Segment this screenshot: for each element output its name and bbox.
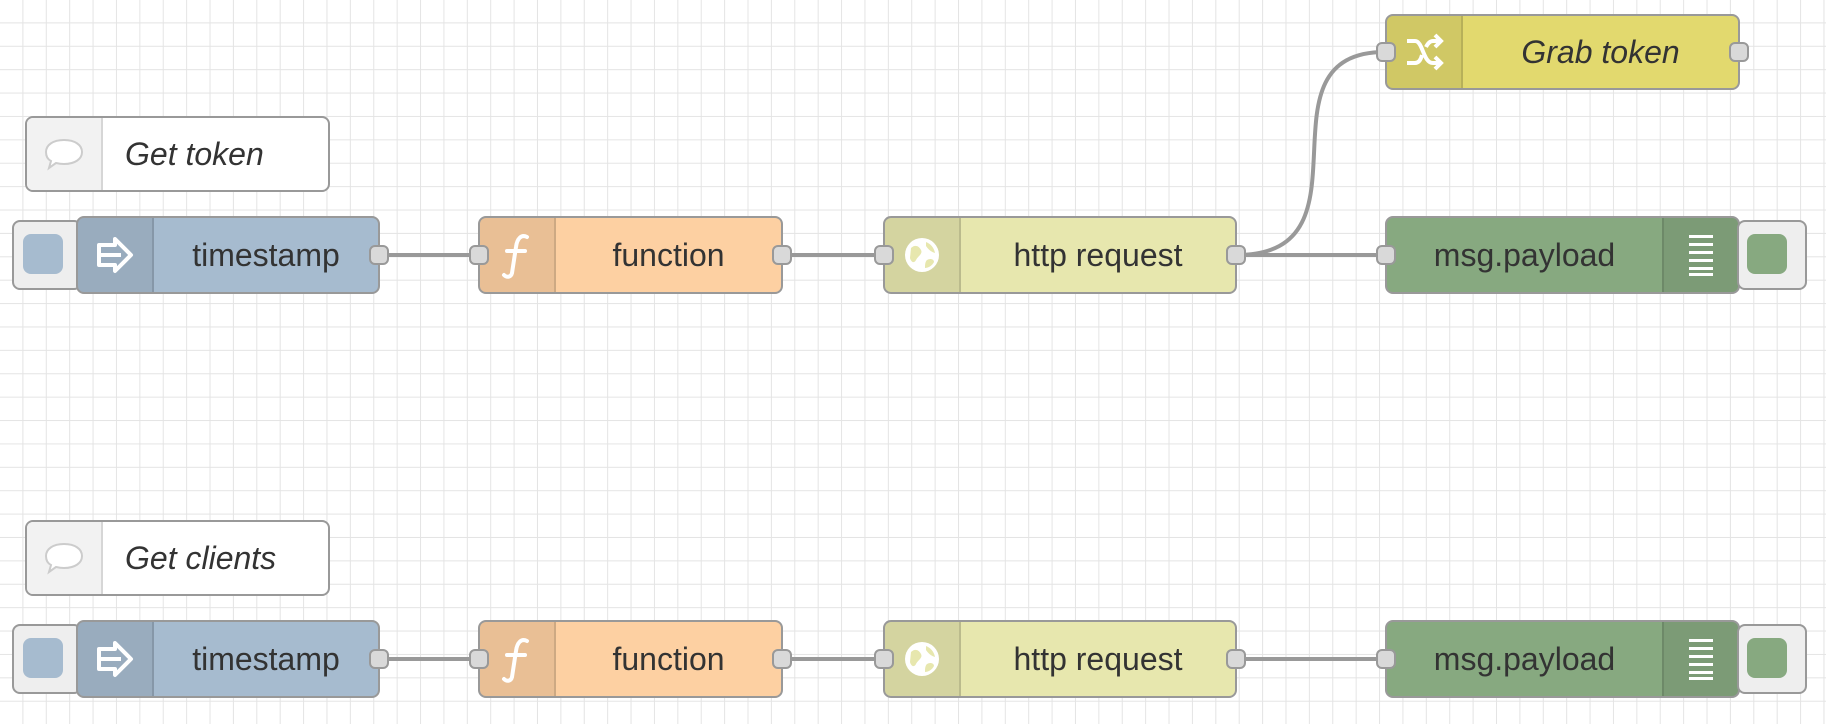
function-icon (480, 622, 556, 696)
input-port[interactable] (874, 649, 894, 669)
debug-toggle-button[interactable] (1737, 624, 1807, 694)
http-request-node[interactable]: http request (874, 620, 1246, 698)
globe-icon (885, 622, 961, 696)
function-node[interactable]: function (469, 620, 792, 698)
change-node-grab-token[interactable]: Grab token (1376, 14, 1749, 90)
output-port[interactable] (1226, 649, 1246, 669)
input-port[interactable] (469, 245, 489, 265)
list-icon (1662, 218, 1738, 292)
http-request-node-label: http request (1013, 236, 1183, 273)
inject-trigger-button[interactable] (12, 624, 82, 694)
debug-toggle-button-face[interactable] (1747, 638, 1787, 678)
debug-node[interactable]: msg.payload (1376, 620, 1740, 698)
debug-toggle-button-face[interactable] (1747, 234, 1787, 274)
wire-http-to-change-1[interactable] (1236, 50, 1386, 257)
input-port[interactable] (1376, 245, 1396, 265)
inject-node[interactable]: timestamp (76, 620, 389, 698)
arrow-right-icon (78, 622, 154, 696)
inject-node[interactable]: timestamp (76, 216, 389, 294)
change-node-label: Grab token (1521, 33, 1680, 70)
function-icon (480, 218, 556, 292)
list-icon (1662, 622, 1738, 696)
output-port[interactable] (772, 245, 792, 265)
comment-label: Get clients (125, 539, 277, 576)
inject-trigger-button[interactable] (12, 220, 82, 290)
inject-node-label: timestamp (192, 236, 340, 273)
debug-node-label: msg.payload (1433, 640, 1616, 677)
inject-trigger-button-face[interactable] (23, 638, 63, 678)
output-port[interactable] (369, 245, 389, 265)
comment-icon (27, 522, 103, 594)
debug-node-label: msg.payload (1433, 236, 1616, 273)
input-port[interactable] (874, 245, 894, 265)
debug-toggle-button[interactable] (1737, 220, 1807, 290)
globe-icon (885, 218, 961, 292)
inject-trigger-button-face[interactable] (23, 234, 63, 274)
comment-icon (27, 118, 103, 190)
debug-node[interactable]: msg.payload (1376, 216, 1740, 294)
output-port[interactable] (1729, 42, 1749, 62)
output-port[interactable] (1226, 245, 1246, 265)
shuffle-icon (1387, 16, 1463, 88)
function-node-label: function (612, 236, 725, 273)
http-request-node-label: http request (1013, 640, 1183, 677)
input-port[interactable] (1376, 649, 1396, 669)
output-port[interactable] (369, 649, 389, 669)
comment-node-get-clients[interactable]: Get clients (25, 520, 330, 596)
output-port[interactable] (772, 649, 792, 669)
input-port[interactable] (469, 649, 489, 669)
arrow-right-icon (78, 218, 154, 292)
comment-node-get-token[interactable]: Get token (25, 116, 330, 192)
input-port[interactable] (1376, 42, 1396, 62)
function-node-label: function (612, 640, 725, 677)
comment-label: Get token (125, 135, 264, 172)
inject-node-label: timestamp (192, 640, 340, 677)
http-request-node[interactable]: http request (874, 216, 1246, 294)
function-node[interactable]: function (469, 216, 792, 294)
